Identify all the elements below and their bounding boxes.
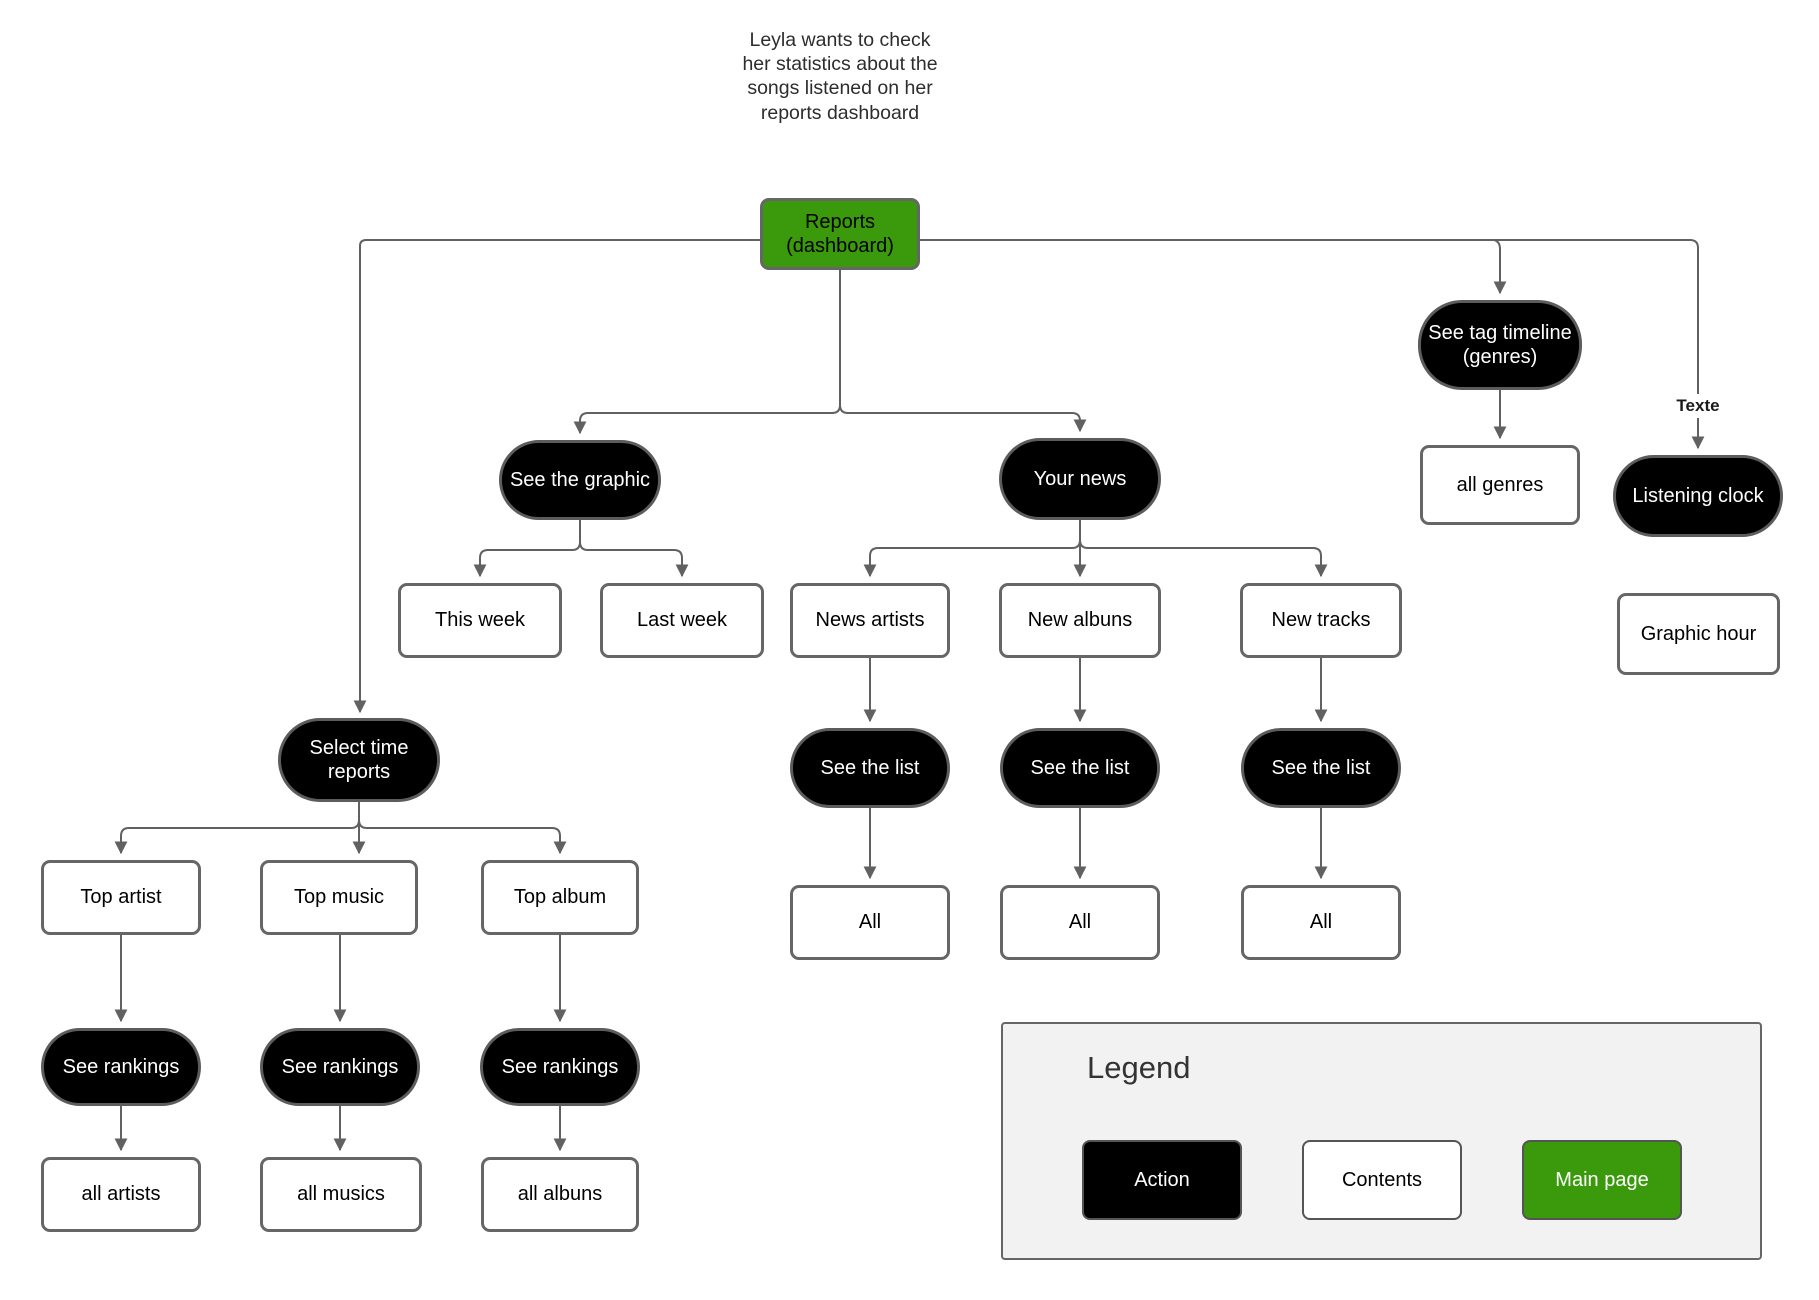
node-see-the-list-artists[interactable]: See the list	[790, 728, 950, 808]
edge-reports-to-tag-timeline	[1493, 239, 1507, 295]
node-see-the-list-tracks[interactable]: See the list	[1241, 728, 1401, 808]
node-top-music[interactable]: Top music	[260, 860, 418, 935]
node-all-artists[interactable]: all artists	[41, 1157, 201, 1232]
node-all-musics[interactable]: all musics	[260, 1157, 422, 1232]
node-see-the-list-albuns[interactable]: See the list	[1000, 728, 1160, 808]
legend-chip-main-page[interactable]: Main page	[1522, 1140, 1682, 1220]
node-listening-clock[interactable]: Listening clock	[1613, 455, 1783, 537]
node-all-albuns[interactable]: all albuns	[481, 1157, 639, 1232]
node-top-artist[interactable]: Top artist	[41, 860, 201, 935]
node-last-week[interactable]: Last week	[600, 583, 764, 658]
node-select-time-reports[interactable]: Select time reports	[278, 718, 440, 802]
edge-reports-to-select-time	[353, 239, 760, 714]
node-top-album[interactable]: Top album	[481, 860, 639, 935]
legend-title: Legend	[1087, 1050, 1191, 1085]
node-see-rankings-artist[interactable]: See rankings	[41, 1028, 201, 1106]
texte-label[interactable]: Texte	[1669, 394, 1727, 418]
node-all-albuns-list[interactable]: All	[1000, 885, 1160, 960]
node-graphic-hour[interactable]: Graphic hour	[1617, 593, 1780, 675]
node-your-news[interactable]: Your news	[999, 438, 1161, 520]
edge-select-to-top-album	[358, 819, 567, 855]
edge-news-to-new-tracks	[1079, 539, 1328, 578]
node-see-rankings-album[interactable]: See rankings	[480, 1028, 640, 1106]
edge-reports-to-listening-clock	[920, 239, 1705, 450]
node-new-albuns[interactable]: New albuns	[999, 583, 1161, 658]
node-news-artists[interactable]: News artists	[790, 583, 950, 658]
edge-graphic-to-this-week	[473, 520, 581, 578]
edge-reports-to-your-news	[839, 404, 1087, 433]
node-this-week[interactable]: This week	[398, 583, 562, 658]
node-all-genres[interactable]: all genres	[1420, 445, 1580, 525]
node-all-tracks-list[interactable]: All	[1241, 885, 1401, 960]
node-see-tag-timeline[interactable]: See tag timeline (genres)	[1418, 300, 1582, 390]
node-reports-dashboard[interactable]: Reports (dashboard)	[760, 198, 920, 270]
node-all-artists-list[interactable]: All	[790, 885, 950, 960]
node-new-tracks[interactable]: New tracks	[1240, 583, 1402, 658]
edge-news-to-news-artists	[863, 520, 1081, 578]
node-see-rankings-music[interactable]: See rankings	[260, 1028, 420, 1106]
legend-chip-action[interactable]: Action	[1082, 1140, 1242, 1220]
node-see-the-graphic[interactable]: See the graphic	[499, 440, 661, 520]
legend-chip-contents[interactable]: Contents	[1302, 1140, 1462, 1220]
edge-select-to-top-artist	[114, 802, 360, 855]
legend-panel[interactable]: Legend Action Contents Main page	[1001, 1022, 1762, 1260]
edge-graphic-to-last-week	[579, 541, 689, 578]
scenario-title[interactable]: Leyla wants to check her statistics abou…	[742, 29, 938, 124]
edge-reports-to-see-graphic	[573, 270, 841, 435]
